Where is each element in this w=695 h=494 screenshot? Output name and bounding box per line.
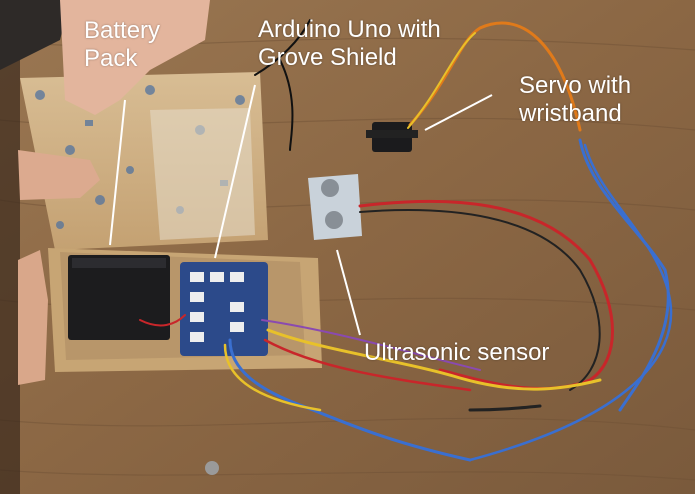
servo-label-line1: Servo with [519,72,632,99]
ultrasonic-label: Ultrasonic sensor [364,339,549,367]
tape [150,108,255,240]
ultrasonic-label-text: Ultrasonic sensor [364,339,550,366]
arduino-label-line1: Arduino Uno with [258,16,441,43]
battery-pack [68,255,170,340]
screw [205,461,219,475]
pointer-lines [109,84,493,336]
battery-label-line1: Battery [84,17,161,44]
hand-left [18,150,100,200]
servo-label-line2: wristband [519,100,622,127]
hand-top [60,0,210,115]
wires [139,19,673,462]
battery-label-line2: Pack [84,45,138,72]
arduino-label-line2: Grove Shield [258,44,397,71]
box-print [35,85,245,229]
dark-cloth [0,0,70,70]
battery-pack-label: Battery Pack [84,17,160,73]
table-seam [0,0,20,494]
servo-label: Servo with wristband [519,72,631,128]
hand-bottom [18,250,48,385]
arduino-label: Arduino Uno with Grove Shield [258,16,441,72]
